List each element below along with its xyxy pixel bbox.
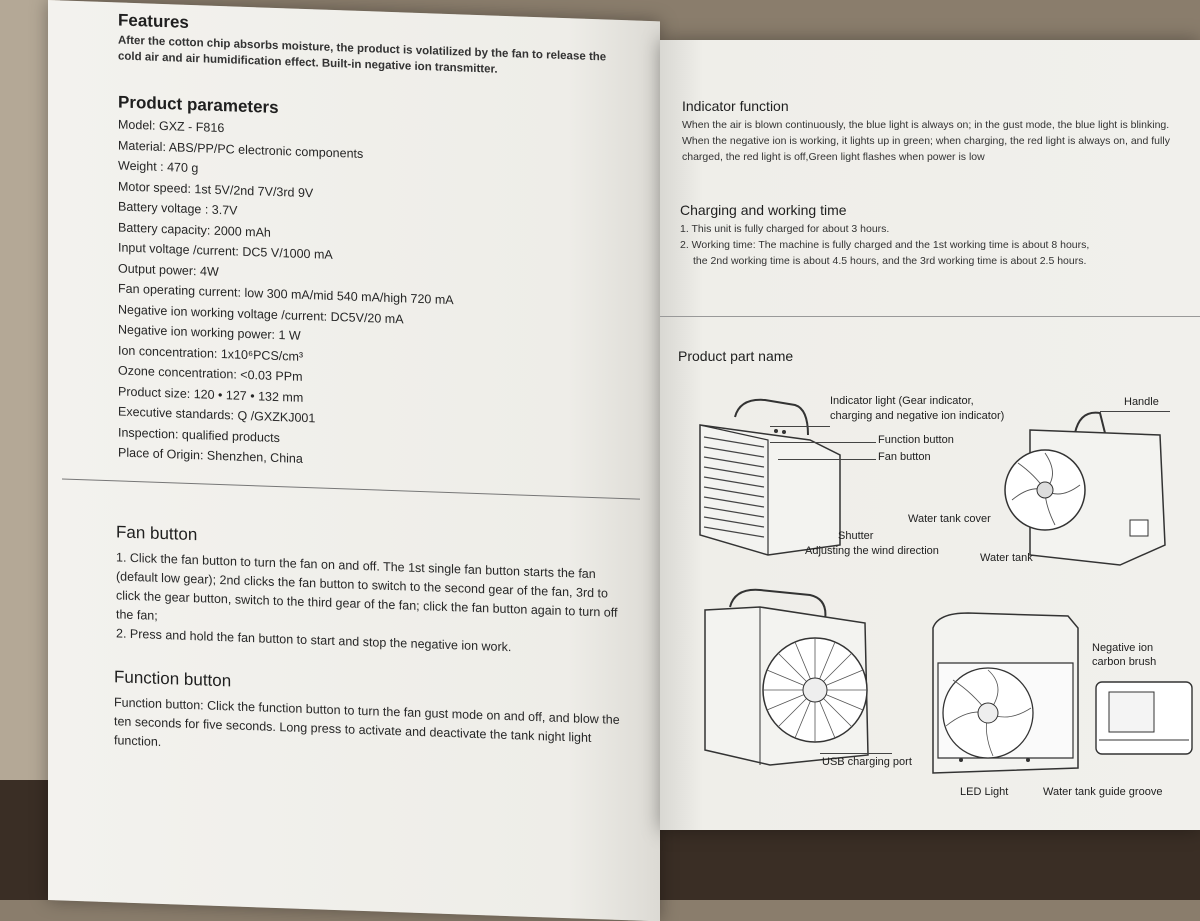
device-interior-view [932,612,1079,774]
function-button-text: Function button: Click the function butt… [114,695,620,749]
section-divider [62,478,640,500]
charging-item-2-continued: the 2nd working time is about 4.5 hours,… [693,255,1087,267]
leader-line [770,426,830,427]
charging-item-2: 2. Working time: The machine is fully ch… [680,239,1090,251]
features-section: Features After the cotton chip absorbs m… [118,10,628,82]
function-button-section: Function button Function button: Click t… [114,667,624,768]
device-side-view [1004,411,1166,566]
parameters-list: Model: GXZ - F816 Material: ABS/PP/PC el… [118,114,638,481]
label-fan-button: Fan button [878,451,931,463]
label-usb-port: USB charging port [822,756,912,768]
label-handle: Handle [1124,396,1159,408]
label-water-tank-guide-groove: Water tank guide groove [1043,786,1163,798]
label-negative-ion-1: Negative ion [1092,642,1154,654]
label-water-tank-cover: Water tank cover [908,513,991,525]
label-negative-ion-2: carbon brush [1092,656,1157,668]
charging-title: Charging and working time [680,202,847,218]
label-led-light: LED Light [960,786,1009,798]
indicator-title: Indicator function [682,98,789,114]
charging-section: Charging and working time 1. This unit i… [680,202,1195,269]
charging-item-1: 1. This unit is fully charged for about … [680,223,890,235]
device-front-view [704,588,869,766]
left-page: Features After the cotton chip absorbs m… [48,0,660,921]
label-shutter: Shutter [838,530,874,542]
carbon-brush-inset [1095,681,1193,755]
right-page: Indicator function When the air is blown… [660,40,1200,830]
fan-button-section: Fan button 1. Click the fan button to tu… [116,522,626,661]
section-divider [660,316,1200,317]
label-function-button: Function button [878,434,954,446]
leader-line [778,459,876,460]
indicator-text: When the air is blown continuously, the … [682,119,1170,163]
parts-section: Product part name [678,348,793,364]
device-back-view [699,398,841,556]
leader-line [820,753,892,754]
label-water-tank: Water tank [980,552,1033,564]
parameters-section: Product parameters Model: GXZ - F816 Mat… [118,92,638,481]
parts-title: Product part name [678,348,794,364]
leader-line [770,442,876,443]
label-indicator-light-2: charging and negative ion indicator) [830,410,1005,422]
indicator-section: Indicator function When the air is blown… [682,98,1197,165]
leader-line [1100,411,1170,412]
label-adjusting-wind: Adjusting the wind direction [805,545,939,557]
label-indicator-light-1: Indicator light (Gear indicator, [830,395,974,407]
